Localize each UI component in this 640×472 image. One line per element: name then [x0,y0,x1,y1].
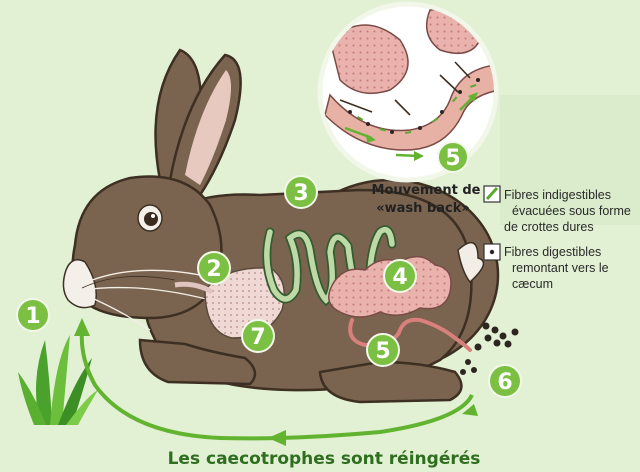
badge-2: 2 [198,252,230,284]
rabbit-back-foot [320,362,461,402]
bottom-caption: Les caecotrophes sont réingérés [168,449,481,469]
legend-digestible-line2: remontant vers le [512,261,609,275]
rabbit-pupil [144,212,158,226]
badge-1-label: 1 [25,304,40,329]
legend-indigestible-line1: Fibres indigestibles [504,188,611,202]
wash-back-title: Mouvement de [372,183,481,198]
badge-5-label: 5 [375,339,390,364]
particle-icon [490,250,494,254]
badge-3-label: 3 [293,181,308,206]
inset-circle [320,4,500,180]
badge-5-inset: 5 [438,142,468,172]
badge-3: 3 [285,176,317,208]
badge-4: 4 [384,260,416,292]
badge-4-label: 4 [392,265,407,290]
wash-back-subtitle: «wash back» [376,201,470,216]
badge-7: 7 [242,320,274,352]
badge-6-label: 6 [497,370,512,395]
badge-2-label: 2 [206,257,221,282]
badge-5-inset-label: 5 [445,146,460,171]
legend-indigestible-line2: évacuées sous forme [512,204,631,218]
badge-1: 1 [17,299,49,331]
legend-digestible-line3: cæcum [512,277,553,291]
legend-digestible-line1: Fibres digestibles [504,245,601,259]
badge-7-label: 7 [250,325,265,350]
badge-5: 5 [367,334,399,366]
legend-indigestible-line3: de crottes dures [504,220,594,234]
badge-6: 6 [489,365,521,397]
